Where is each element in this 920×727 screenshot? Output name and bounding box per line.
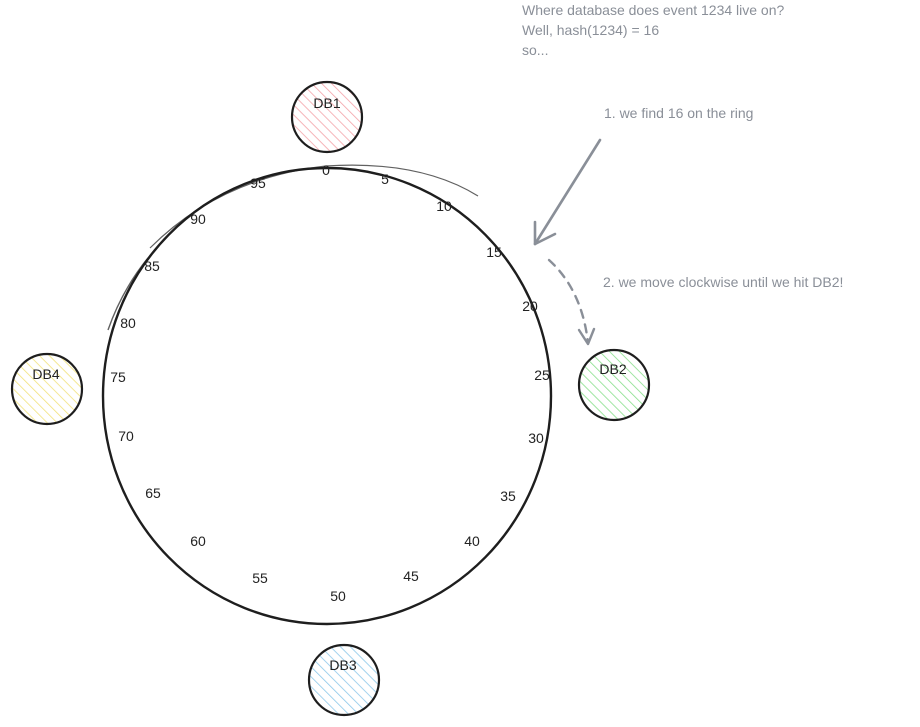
step2-annotation: 2. we move clockwise until we hit DB2! bbox=[603, 274, 844, 290]
step1-annotation: 1. we find 16 on the ring bbox=[604, 105, 754, 121]
tick-95: 95 bbox=[250, 175, 266, 191]
db3-node: DB3 bbox=[307, 643, 381, 717]
tick-15: 15 bbox=[486, 244, 502, 260]
tick-45: 45 bbox=[403, 568, 419, 584]
tick-30: 30 bbox=[528, 430, 544, 446]
tick-10: 10 bbox=[436, 198, 452, 214]
question-line-3: so... bbox=[522, 42, 549, 58]
question-line-1: Where database does event 1234 live on? bbox=[522, 2, 785, 18]
tick-70: 70 bbox=[118, 428, 134, 444]
tick-90: 90 bbox=[190, 211, 206, 227]
arrow-clockwise-to-db2 bbox=[547, 258, 596, 346]
db1-node: DB1 bbox=[290, 80, 364, 154]
db2-node: DB2 bbox=[577, 348, 651, 422]
tick-0: 0 bbox=[322, 162, 330, 178]
db4-label: DB4 bbox=[32, 366, 59, 382]
tick-55: 55 bbox=[252, 570, 268, 586]
tick-25: 25 bbox=[534, 367, 550, 383]
tick-20: 20 bbox=[522, 298, 538, 314]
arrow-to-16 bbox=[533, 138, 602, 246]
question-text: Where database does event 1234 live on? … bbox=[522, 1, 784, 61]
db1-label: DB1 bbox=[313, 95, 340, 111]
tick-40: 40 bbox=[464, 533, 480, 549]
tick-35: 35 bbox=[500, 488, 516, 504]
tick-75: 75 bbox=[110, 369, 126, 385]
tick-80: 80 bbox=[120, 315, 136, 331]
ring-tick-labels: 0 5 10 15 20 25 30 35 40 45 50 55 60 65 … bbox=[110, 162, 550, 604]
tick-85: 85 bbox=[144, 258, 160, 274]
question-line-2: Well, hash(1234) = 16 bbox=[522, 22, 660, 38]
tick-5: 5 bbox=[381, 171, 389, 187]
tick-65: 65 bbox=[145, 485, 161, 501]
db4-node: DB4 bbox=[10, 352, 84, 426]
hash-ring bbox=[101, 164, 553, 626]
db2-label: DB2 bbox=[599, 361, 626, 377]
tick-50: 50 bbox=[330, 588, 346, 604]
tick-60: 60 bbox=[190, 533, 206, 549]
db3-label: DB3 bbox=[329, 657, 356, 673]
